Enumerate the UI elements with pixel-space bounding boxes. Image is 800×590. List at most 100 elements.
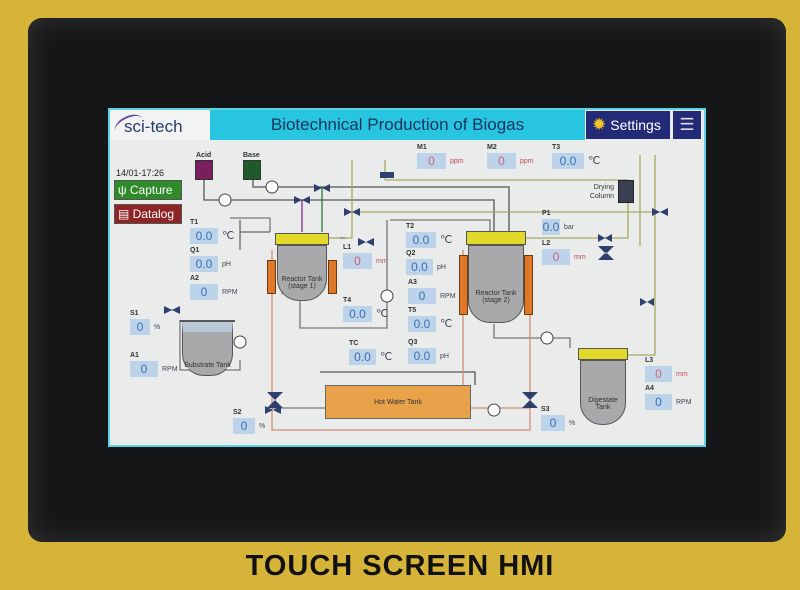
hot-water-pump-icon: [487, 403, 501, 417]
readout-unit-t4: ℃: [376, 308, 389, 320]
readout-value-t4[interactable]: 0.0: [343, 306, 372, 322]
readout-label-t3: T3: [552, 144, 561, 151]
readout-value-q3[interactable]: 0.0: [408, 348, 436, 364]
readout-unit-q1: pH: [222, 261, 231, 268]
readout-unit-tc: ℃: [380, 351, 393, 363]
capture-button[interactable]: ψ Capture: [114, 180, 182, 200]
hmi-screen: sci-tech Biotechnical Production of Biog…: [108, 108, 706, 447]
digestate-pump-icon: [540, 331, 554, 345]
base-container[interactable]: [243, 160, 261, 180]
readout-value-a2[interactable]: 0: [190, 284, 218, 300]
readout-unit-a3: RPM: [440, 293, 456, 300]
readout-unit-t3: ℃: [588, 155, 601, 167]
gear-icon: ✹: [592, 115, 607, 134]
hamburger-menu-button[interactable]: ☰: [673, 111, 701, 139]
readout-label-l1: L1: [343, 244, 352, 251]
datetime: 14/01-17:26: [116, 168, 165, 178]
readout-label-m2: M2: [487, 144, 497, 151]
reactor2-tank[interactable]: Reactor Tank (stage 2): [468, 245, 524, 323]
readout-value-m1[interactable]: 0: [417, 153, 446, 169]
readout-label-t5: T5: [408, 307, 417, 314]
readout-label-t1: T1: [190, 219, 199, 226]
readout-unit-s2: %: [259, 423, 266, 430]
usb-icon: ψ: [118, 183, 130, 197]
readout-label-l3: L3: [645, 357, 654, 364]
document-icon: ▤: [118, 207, 133, 221]
reactor2-label: Reactor Tank (stage 2): [475, 290, 517, 304]
readout-value-t3[interactable]: 0.0: [552, 153, 584, 169]
readout-unit-t2: ℃: [440, 234, 453, 246]
page-title: Biotechnical Production of Biogas: [210, 110, 585, 140]
readout-value-s2[interactable]: 0: [233, 418, 255, 434]
readout-unit-q3: pH: [440, 353, 449, 360]
readout-label-t2: T2: [406, 223, 415, 230]
readout-unit-l2: mm: [574, 254, 586, 261]
readout-label-a2: A2: [190, 275, 199, 282]
readout-label-s3: S3: [541, 406, 550, 413]
readout-label-m1: M1: [417, 144, 427, 151]
acid-container[interactable]: [195, 160, 213, 180]
substrate-rim: [180, 320, 235, 322]
readout-label-a1: A1: [130, 352, 139, 359]
readout-value-l1[interactable]: 0: [343, 253, 372, 269]
settings-label: Settings: [610, 117, 661, 133]
readout-value-a4[interactable]: 0: [645, 394, 672, 410]
digestate-tank[interactable]: Digestate Tank: [580, 360, 626, 425]
readout-unit-p1: bar: [564, 224, 575, 231]
reactor1-lid: [275, 233, 329, 245]
readout-value-a3[interactable]: 0: [408, 288, 436, 304]
readout-unit-a2: RPM: [222, 289, 238, 296]
readout-unit-l3: mm: [676, 371, 688, 378]
readout-unit-m2: ppm: [520, 158, 534, 165]
reactor2-jacket-right: [524, 255, 533, 315]
readout-label-q1: Q1: [190, 247, 200, 254]
capture-label: Capture: [129, 183, 173, 197]
readout-value-q1[interactable]: 0.0: [190, 256, 218, 272]
readout-unit-m1: ppm: [450, 158, 464, 165]
readout-unit-t5: ℃: [440, 318, 453, 330]
reactor2-lid: [466, 231, 526, 245]
readout-value-s1[interactable]: 0: [130, 319, 150, 335]
readout-value-s3[interactable]: 0: [541, 415, 565, 431]
reactor2-jacket-left: [459, 255, 468, 315]
readout-value-t1[interactable]: 0.0: [190, 228, 218, 244]
readout-label-a3: A3: [408, 279, 417, 286]
substrate-label: Substrate Tank: [184, 362, 231, 369]
drying-column[interactable]: [618, 180, 634, 203]
readout-label-a4: A4: [645, 385, 654, 392]
datalog-label: Datalog: [132, 207, 175, 221]
datalog-button[interactable]: ▤ Datalog: [114, 204, 182, 224]
readout-value-tc[interactable]: 0.0: [349, 349, 376, 365]
readout-value-a1[interactable]: 0: [130, 361, 158, 377]
readout-value-m2[interactable]: 0: [487, 153, 516, 169]
reactor1-label: Reactor Tank (stage 1): [281, 276, 323, 290]
digestate-lid: [578, 348, 628, 360]
drying-column-label: Drying Column: [589, 184, 614, 200]
readout-label-s2: S2: [233, 409, 242, 416]
readout-unit-a4: RPM: [676, 399, 692, 406]
readout-label-t4: T4: [343, 297, 352, 304]
base-label: Base: [243, 152, 260, 159]
readout-unit-s1: %: [154, 324, 161, 331]
acid-line: [203, 180, 495, 232]
readout-value-t2[interactable]: 0.0: [406, 232, 436, 248]
readout-label-q2: Q2: [406, 250, 416, 257]
acid-pump-icon: [218, 193, 232, 207]
readout-value-q2[interactable]: 0.0: [406, 259, 433, 275]
substrate-tank[interactable]: Substrate Tank: [182, 322, 233, 376]
reactor1-tank[interactable]: Reactor Tank (stage 1): [277, 245, 327, 301]
readout-label-tc: TC: [349, 340, 359, 347]
hot-water-tank[interactable]: Hot Water Tank: [325, 385, 471, 419]
acid-label: Acid: [196, 152, 212, 159]
readout-value-l3[interactable]: 0: [645, 366, 672, 382]
substrate-pump-icon: [233, 335, 247, 349]
readout-unit-s3: %: [569, 420, 576, 427]
settings-button[interactable]: ✹Settings: [586, 111, 670, 139]
readout-label-q3: Q3: [408, 339, 418, 346]
digestate-label: Digestate Tank: [588, 397, 618, 411]
readout-label-s1: S1: [130, 310, 139, 317]
readout-value-t5[interactable]: 0.0: [408, 316, 436, 332]
readout-value-p1[interactable]: 0.0: [542, 219, 560, 235]
readout-value-l2[interactable]: 0: [542, 249, 570, 265]
readout-label-p1: P1: [542, 210, 551, 217]
